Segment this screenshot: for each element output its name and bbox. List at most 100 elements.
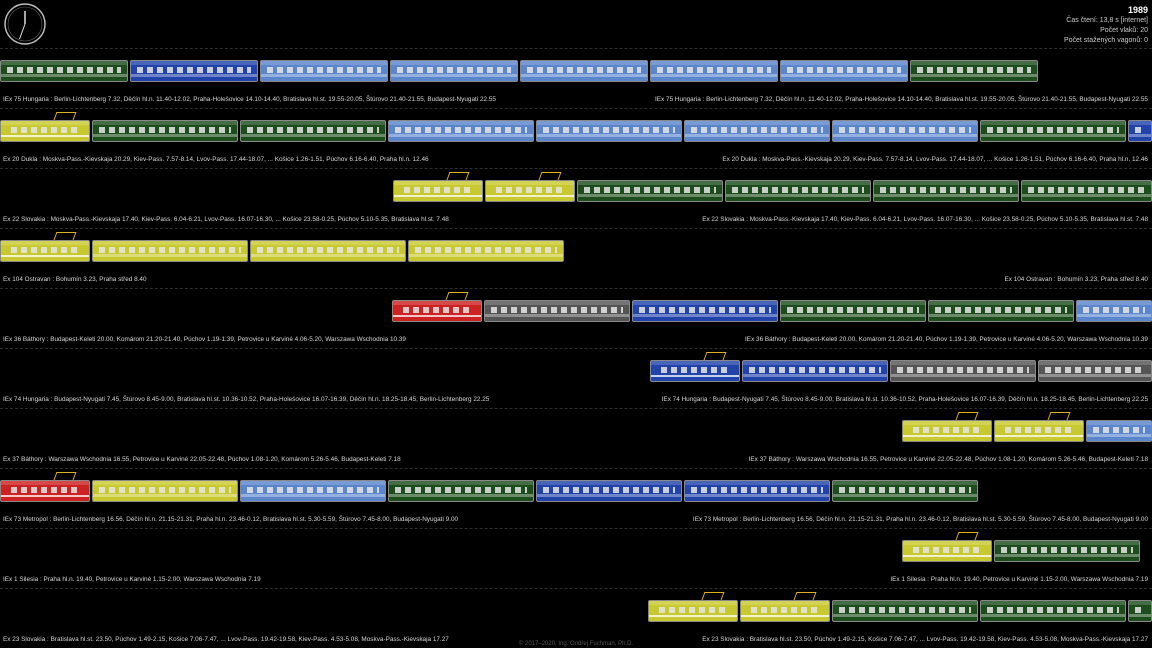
- passenger-car: [260, 60, 388, 82]
- pantograph-icon: [955, 412, 979, 420]
- train-label-left: IEx 1 Silesia : Praha hl.n. 19.40, Petro…: [3, 576, 261, 583]
- train-lane: IEx 73 Metropol : Berlin-Lichtenberg 16.…: [0, 468, 1152, 528]
- passenger-car: [725, 180, 871, 202]
- passenger-car: [388, 120, 534, 142]
- train-lane: Ex 20 Dukla : Moskva-Pass.-Kievskaja 20.…: [0, 108, 1152, 168]
- train-label-right: Ex 23 Slovakia : Bratislava hl.st. 23.50…: [702, 636, 1148, 643]
- pantograph-icon: [538, 172, 562, 180]
- train-lane: IEx 1 Silesia : Praha hl.n. 19.40, Petro…: [0, 528, 1152, 588]
- lane-divider: [0, 108, 1152, 109]
- passenger-car: [780, 300, 926, 322]
- locomotive: [0, 480, 90, 502]
- locomotive: [902, 420, 992, 442]
- train-label-right: Ex 22 Slovakia : Moskva-Pass.-Kievskaja …: [702, 216, 1148, 223]
- locomotive: [902, 540, 992, 562]
- passenger-car: [250, 240, 406, 262]
- locomotive: [0, 120, 90, 142]
- lane-divider: [0, 288, 1152, 289]
- train-label-right: IEx 74 Hungaria : Budapest-Nyugati 7.45,…: [661, 396, 1148, 403]
- passenger-car: [1086, 420, 1152, 442]
- train-label-right: IEx 1 Silesia : Praha hl.n. 19.40, Petro…: [890, 576, 1148, 583]
- locomotive: [0, 240, 90, 262]
- train-label-right: IEx 37 Báthory : Warszawa Wschodnia 16.5…: [748, 456, 1148, 463]
- passenger-car: [832, 480, 978, 502]
- passenger-car: [408, 240, 564, 262]
- passenger-car: [390, 60, 518, 82]
- train-lane: Ex 23 Slovakia : Bratislava hl.st. 23.50…: [0, 588, 1152, 648]
- passenger-car: [1076, 300, 1152, 322]
- year-label: 1989: [1127, 5, 1148, 15]
- downloaded-cars-label: Počet stažených vagonů: 0: [1063, 37, 1148, 44]
- locomotive: [650, 360, 740, 382]
- passenger-car: [484, 300, 630, 322]
- train-lane: IEx 36 Báthory : Budapest-Keleti 20.00, …: [0, 288, 1152, 348]
- pantograph-icon: [793, 592, 817, 600]
- passenger-car: [684, 480, 830, 502]
- passenger-car: [873, 180, 1019, 202]
- passenger-car: [0, 60, 128, 82]
- train-lane: Ex 104 Ostravan : Bohumín 3.23, Praha st…: [0, 228, 1152, 288]
- passenger-car: [1021, 180, 1152, 202]
- passenger-car: [780, 60, 908, 82]
- passenger-car: [980, 120, 1126, 142]
- lane-divider: [0, 588, 1152, 589]
- passenger-car: [536, 480, 682, 502]
- pantograph-icon: [445, 292, 469, 300]
- train-label-left: Ex 20 Dukla : Moskva-Pass.-Kievskaja 20.…: [3, 156, 429, 163]
- pantograph-icon: [53, 472, 77, 480]
- wall-clock-icon: [4, 3, 46, 45]
- passenger-car: [910, 60, 1038, 82]
- locomotive: [740, 600, 830, 622]
- pantograph-icon: [701, 592, 725, 600]
- pantograph-icon: [955, 532, 979, 540]
- passenger-car: [388, 480, 534, 502]
- train-label-left: Ex 22 Slovakia : Moskva-Pass.-Kievskaja …: [3, 216, 449, 223]
- passenger-car: [1128, 600, 1152, 622]
- passenger-car: [536, 120, 682, 142]
- pantograph-icon: [703, 352, 727, 360]
- passenger-car: [742, 360, 888, 382]
- passenger-car: [240, 480, 386, 502]
- pantograph-icon: [53, 232, 77, 240]
- train-label-left: IEx 36 Báthory : Budapest-Keleti 20.00, …: [3, 336, 406, 343]
- train-label-right: Ex 20 Dukla : Moskva-Pass.-Kievskaja 20.…: [722, 156, 1148, 163]
- lane-divider: [0, 48, 1152, 49]
- train-lane: IEx 75 Hungaria : Berlin-Lichtenberg 7.3…: [0, 48, 1152, 108]
- pantograph-icon: [1047, 412, 1071, 420]
- passenger-car: [980, 600, 1126, 622]
- train-label-left: IEx 73 Metropol : Berlin-Lichtenberg 16.…: [3, 516, 459, 523]
- lane-divider: [0, 348, 1152, 349]
- train-label-left: Ex 37 Báthory : Warszawa Wschodnia 16.55…: [3, 456, 401, 463]
- passenger-car: [577, 180, 723, 202]
- locomotive: [393, 180, 483, 202]
- train-label-left: Ex 104 Ostravan : Bohumín 3.23, Praha st…: [3, 276, 147, 283]
- passenger-car: [130, 60, 258, 82]
- train-lane: Ex 22 Slovakia : Moskva-Pass.-Kievskaja …: [0, 168, 1152, 228]
- train-label-right: Ex 104 Ostravan : Bohumín 3.23, Praha st…: [1004, 276, 1148, 283]
- passenger-car: [92, 480, 238, 502]
- lane-divider: [0, 408, 1152, 409]
- pantograph-icon: [446, 172, 470, 180]
- passenger-car: [240, 120, 386, 142]
- status-panel: 1989 Čas čtení: 13,8 s [internet] Počet …: [1064, 4, 1148, 46]
- passenger-car: [994, 540, 1140, 562]
- train-label-right: IEx 73 Metropol : Berlin-Lichtenberg 16.…: [692, 516, 1148, 523]
- lane-divider: [0, 528, 1152, 529]
- passenger-car: [1128, 120, 1152, 142]
- passenger-car: [928, 300, 1074, 322]
- passenger-car: [832, 120, 978, 142]
- lane-divider: [0, 228, 1152, 229]
- train-lane: IEx 74 Hungaria : Budapest-Nyugati 7.45,…: [0, 348, 1152, 408]
- pantograph-icon: [53, 112, 77, 120]
- train-label-right: IEx 75 Hungaria : Berlin-Lichtenberg 7.3…: [655, 96, 1148, 103]
- locomotive: [392, 300, 482, 322]
- train-label-left: Ex 23 Slovakia : Bratislava hl.st. 23.50…: [3, 636, 449, 643]
- lane-divider: [0, 468, 1152, 469]
- locomotive: [994, 420, 1084, 442]
- train-lane: Ex 37 Báthory : Warszawa Wschodnia 16.55…: [0, 408, 1152, 468]
- train-label-right: IEx 36 Báthory : Budapest-Keleti 20.00, …: [745, 336, 1148, 343]
- train-count-label: Počet vlaků: 20: [1100, 27, 1148, 34]
- locomotive: [485, 180, 575, 202]
- passenger-car: [650, 60, 778, 82]
- locomotive: [648, 600, 738, 622]
